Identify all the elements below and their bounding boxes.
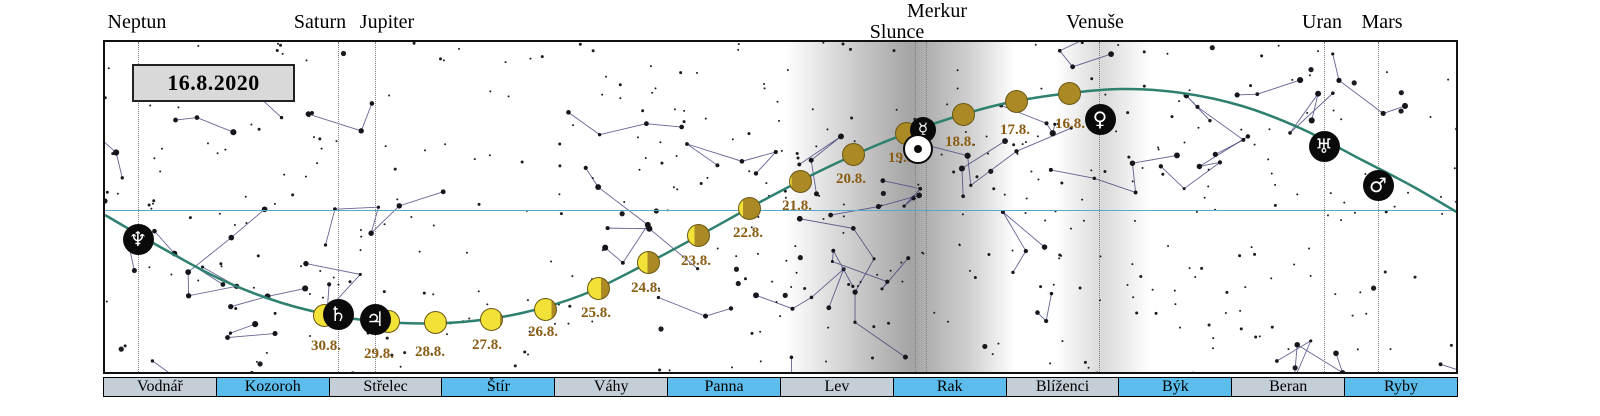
moon-date-label: 30.8. — [311, 338, 341, 354]
zodiac-band-rak: Rak — [893, 378, 1007, 396]
guide-line-mars — [1378, 42, 1379, 372]
zodiac-band-stir: Štír — [442, 378, 556, 396]
moon-marker-17-8- — [1004, 89, 1028, 113]
moon-marker-21-8- — [788, 169, 812, 193]
zodiac-band-vahy: Váhy — [555, 378, 669, 396]
moon-date-label: 25.8. — [581, 305, 611, 321]
slunce-symbol-icon — [903, 134, 933, 164]
moon-date-label: 17.8. — [1000, 122, 1030, 138]
venuse-symbol-icon: ♀ — [1084, 103, 1116, 135]
moon-date-label: 22.8. — [733, 225, 763, 241]
moon-marker-26-8- — [533, 297, 557, 321]
moon-marker-23-8- — [686, 223, 710, 247]
moon-date-label: 18.8. — [945, 134, 975, 150]
planet-label-mars: Mars — [1361, 11, 1403, 33]
guide-line-slunce — [915, 42, 916, 372]
zodiac-band-blizenci: Blíženci — [1006, 378, 1120, 396]
zodiac-band-strelec: Střelec — [329, 378, 443, 396]
guide-line-uran — [1324, 42, 1325, 372]
moon-marker-25-8- — [586, 276, 610, 300]
moon-marker-27-8- — [479, 307, 503, 331]
moon-date-label: 24.8. — [631, 280, 661, 296]
zodiac-band-kozoroh: Kozoroh — [216, 378, 330, 396]
mars-symbol-icon: ♂ — [1362, 169, 1394, 201]
chart-frame: 30.8. 29.8. 28.8. 27.8. 26.8. 25.8. 24.8. 23.8.… — [103, 40, 1458, 374]
moon-date-label: 27.8. — [472, 337, 502, 353]
sun-center-dot — [914, 145, 922, 153]
zodiac-band-lev: Lev — [780, 378, 894, 396]
zodiac-band-ryby: Ryby — [1345, 378, 1457, 396]
zodiac-band-beran: Beran — [1232, 378, 1346, 396]
moon-marker-16-8- — [1057, 81, 1081, 105]
saturn-symbol-icon: ♄ — [322, 298, 354, 330]
moon-date-label: 21.8. — [782, 198, 812, 214]
date-label: 16.8.2020 — [167, 70, 260, 95]
planet-label-uran: Uran — [1302, 11, 1342, 33]
moon-marker-22-8- — [737, 196, 761, 220]
guide-line-merkur — [926, 42, 927, 372]
moon-marker-24-8- — [636, 250, 660, 274]
zodiac-band-byk: Býk — [1119, 378, 1233, 396]
planet-label-jupiter: Jupiter — [359, 11, 415, 33]
starfield — [105, 42, 1456, 372]
zodiac-band-vodnar: Vodnář — [104, 378, 217, 396]
neptun-symbol-icon: ♆ — [122, 223, 154, 255]
planet-label-venuse: Venuše — [1066, 11, 1124, 33]
planet-label-slunce: Slunce — [869, 21, 925, 43]
moon-date-label: 26.8. — [528, 324, 558, 340]
planet-label-neptun: Neptun — [107, 11, 167, 33]
moon-date-label: 23.8. — [681, 253, 711, 269]
planet-label-saturn: Saturn — [293, 11, 347, 33]
date-box: 16.8.2020 — [132, 64, 295, 102]
moon-marker-18-8- — [951, 102, 975, 126]
moon-date-label: 16.8. — [1055, 116, 1085, 132]
moon-date-label: 28.8. — [415, 344, 445, 360]
moon-date-label: 20.8. — [836, 171, 866, 187]
guide-line-venuse — [1099, 42, 1100, 372]
celestial-equator-line — [105, 210, 1456, 211]
zodiac-band-panna: Panna — [668, 378, 781, 396]
uran-symbol-icon: ♅ — [1308, 130, 1340, 162]
jupiter-symbol-icon: ♃ — [359, 303, 391, 335]
guide-line-neptun — [138, 42, 139, 372]
guide-line-saturn — [338, 42, 339, 372]
moon-marker-28-8- — [423, 310, 447, 334]
planet-label-merkur: Merkur — [907, 0, 967, 22]
moon-date-label: 29.8. — [364, 346, 394, 362]
guide-line-jupiter — [375, 42, 376, 372]
moon-marker-20-8- — [841, 142, 865, 166]
